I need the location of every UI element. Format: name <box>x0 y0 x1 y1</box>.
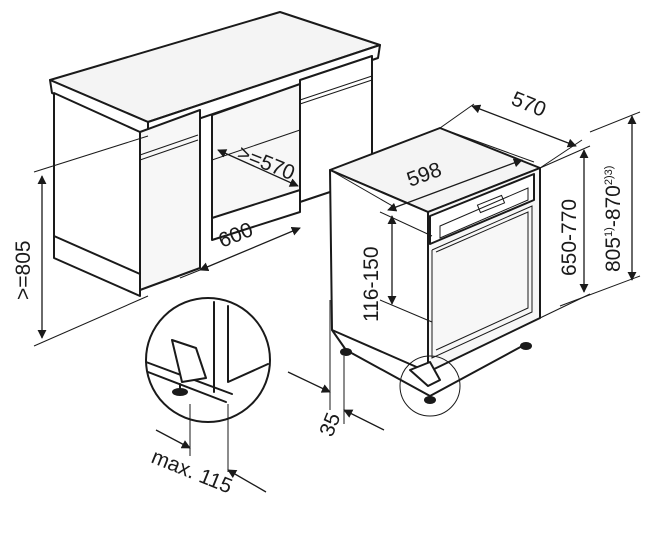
appliance-depth-label: 570 <box>508 87 549 121</box>
detail-magnifier <box>145 297 271 423</box>
max-offset-label: max. 115 <box>148 445 235 498</box>
height-range-dimension-1: 650-770 <box>539 145 591 319</box>
panel-height-label: 116-150 <box>360 246 383 322</box>
left-cabinet-plinth <box>53 235 141 297</box>
foot-front <box>424 396 436 404</box>
detail-door-corner <box>171 339 207 383</box>
foot-right <box>520 342 532 350</box>
detail-circle <box>145 297 271 423</box>
cabinet-height-label: >=805 <box>12 240 35 300</box>
cabinet-height-dimension: >=805 <box>12 135 149 347</box>
height-range-label-2: 8051)-8702)3) <box>602 166 625 272</box>
foot-left <box>340 348 352 356</box>
height-range-label-1: 650-770 <box>558 199 581 276</box>
toe-kick-label: 35 <box>315 410 345 440</box>
detail-marker-notch <box>409 361 441 387</box>
height-range-dimension-2: 8051)-8702)3) <box>559 111 641 307</box>
panel-height-dimension: 116-150 <box>360 211 433 323</box>
detail-marker-circle <box>399 355 461 417</box>
